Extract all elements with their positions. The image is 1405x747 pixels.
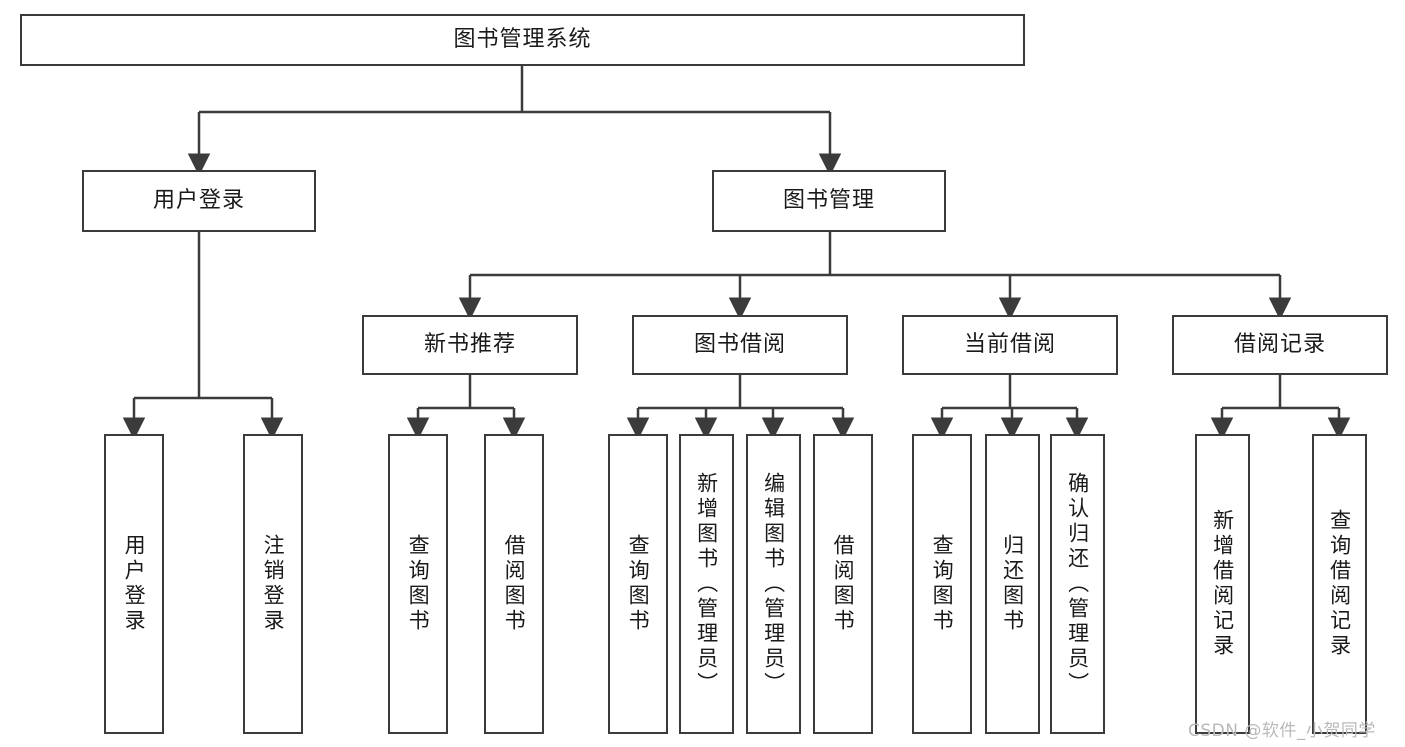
node-leaf-edit-book-label: 编辑图书（管理员） <box>761 471 786 697</box>
node-leaf-borrow-book-2-label: 借阅图书 <box>831 534 856 634</box>
node-leaf-return-book[interactable]: 归还图书 <box>985 434 1040 734</box>
node-leaf-query-book-3[interactable]: 查询图书 <box>912 434 972 734</box>
node-book-borrow-label: 图书借阅 <box>693 331 786 357</box>
node-borrow-record[interactable]: 借阅记录 <box>1172 315 1388 375</box>
node-book-borrow[interactable]: 图书借阅 <box>632 315 848 375</box>
node-leaf-confirm-return-label: 确认归还（管理员） <box>1065 471 1090 697</box>
node-leaf-add-record-label: 新增借阅记录 <box>1210 509 1235 659</box>
node-leaf-user-login-label: 用户登录 <box>122 534 147 634</box>
node-leaf-add-book-label: 新增图书（管理员） <box>694 471 719 697</box>
node-leaf-query-record[interactable]: 查询借阅记录 <box>1312 434 1367 734</box>
node-new-book-recommend[interactable]: 新书推荐 <box>362 315 578 375</box>
node-leaf-query-record-label: 查询借阅记录 <box>1327 509 1352 659</box>
node-leaf-borrow-book-2[interactable]: 借阅图书 <box>813 434 873 734</box>
node-leaf-query-book-3-label: 查询图书 <box>930 534 955 634</box>
node-leaf-query-book-2-label: 查询图书 <box>626 534 651 634</box>
node-current-borrow-label: 当前借阅 <box>963 331 1056 357</box>
node-leaf-logout[interactable]: 注销登录 <box>243 434 303 734</box>
node-root[interactable]: 图书管理系统 <box>20 14 1025 66</box>
node-current-borrow[interactable]: 当前借阅 <box>902 315 1118 375</box>
node-leaf-user-login[interactable]: 用户登录 <box>104 434 164 734</box>
node-leaf-borrow-book-1-label: 借阅图书 <box>502 534 527 634</box>
node-user-login[interactable]: 用户登录 <box>82 170 316 232</box>
node-leaf-confirm-return[interactable]: 确认归还（管理员） <box>1050 434 1105 734</box>
node-leaf-query-book-2[interactable]: 查询图书 <box>608 434 668 734</box>
node-root-label: 图书管理系统 <box>453 26 592 52</box>
node-user-login-label: 用户登录 <box>152 187 245 213</box>
node-leaf-query-book-1-label: 查询图书 <box>406 534 431 634</box>
node-leaf-edit-book[interactable]: 编辑图书（管理员） <box>746 434 801 734</box>
node-leaf-return-book-label: 归还图书 <box>1000 534 1025 634</box>
node-book-manage[interactable]: 图书管理 <box>712 170 946 232</box>
node-new-book-recommend-label: 新书推荐 <box>423 331 516 357</box>
node-leaf-add-record[interactable]: 新增借阅记录 <box>1195 434 1250 734</box>
node-leaf-add-book[interactable]: 新增图书（管理员） <box>679 434 734 734</box>
node-book-manage-label: 图书管理 <box>782 187 875 213</box>
node-borrow-record-label: 借阅记录 <box>1233 331 1326 357</box>
node-leaf-query-book-1[interactable]: 查询图书 <box>388 434 448 734</box>
csdn-watermark: CSDN @软件_小贺同学 <box>1188 721 1376 741</box>
node-leaf-logout-label: 注销登录 <box>261 534 286 634</box>
node-leaf-borrow-book-1[interactable]: 借阅图书 <box>484 434 544 734</box>
